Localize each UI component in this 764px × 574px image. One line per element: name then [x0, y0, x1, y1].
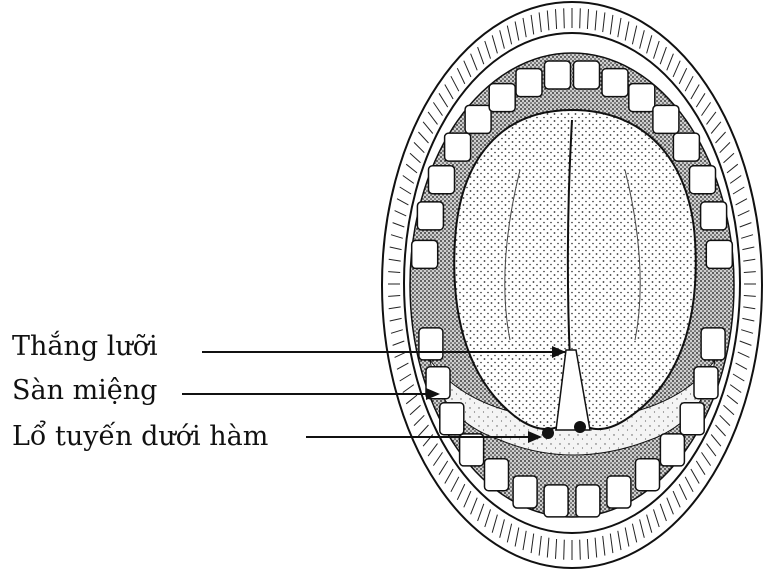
upper-tooth	[673, 133, 699, 161]
duct-opening-right	[574, 421, 586, 433]
lower-tooth	[636, 459, 660, 491]
lower-tooth	[680, 403, 704, 435]
lower-tooth	[485, 459, 509, 491]
upper-tooth	[465, 105, 491, 133]
upper-tooth	[417, 202, 443, 230]
label-frenulum: Thắng lưỡi	[12, 333, 158, 360]
upper-tooth	[489, 84, 515, 112]
lower-tooth	[513, 476, 537, 508]
upper-tooth	[545, 61, 571, 89]
lower-tooth	[660, 434, 684, 466]
upper-tooth	[602, 69, 628, 97]
lower-tooth	[440, 403, 464, 435]
lower-tooth	[607, 476, 631, 508]
lower-tooth	[576, 485, 600, 517]
upper-tooth	[574, 61, 600, 89]
upper-tooth	[429, 166, 455, 194]
upper-tooth	[412, 240, 438, 268]
lower-tooth	[694, 367, 718, 399]
upper-tooth	[445, 133, 471, 161]
lip-hatch-stroke	[580, 8, 581, 28]
label-duct-opening: Lổ tuyến dưới hàm	[12, 423, 268, 450]
lip-hatch-stroke	[564, 540, 565, 560]
upper-tooth	[706, 240, 732, 268]
label-mouth-floor: Sàn miệng	[12, 377, 157, 404]
lip-hatch-stroke	[564, 8, 565, 28]
upper-tooth	[629, 84, 655, 112]
upper-tooth	[653, 105, 679, 133]
lower-tooth	[544, 485, 568, 517]
lower-tooth	[460, 434, 484, 466]
lip-hatch-stroke	[580, 540, 581, 560]
upper-tooth	[690, 166, 716, 194]
upper-tooth	[701, 202, 727, 230]
duct-opening-left	[542, 427, 554, 439]
lower-tooth	[701, 328, 725, 360]
lower-tooth	[419, 328, 443, 360]
upper-tooth	[516, 69, 542, 97]
